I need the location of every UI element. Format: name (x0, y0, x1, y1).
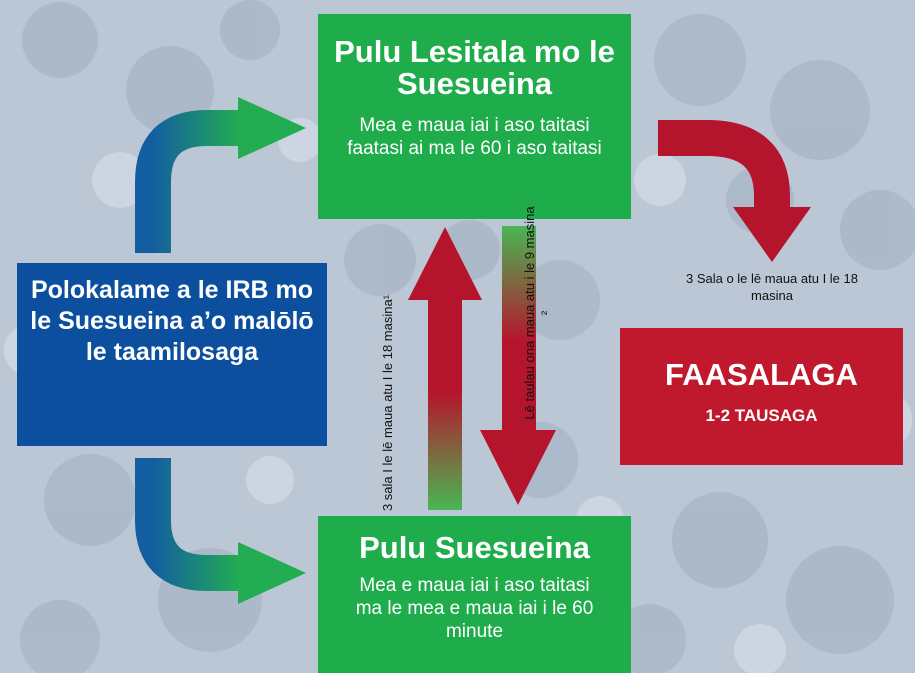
arrow-left-to-bottom (135, 458, 306, 604)
box-irb-programme: Polokalame a le IRB mo le Suesueina a’o … (17, 263, 327, 446)
registration-pool-title: Pulu Lesitala mo le Suesueina (334, 34, 615, 101)
box-sanction: FAASALAGA 1-2 TAUSAGA (620, 328, 903, 465)
caption-up-arrow: 3 sala I le lē maua atu I le 18 masina¹ (380, 294, 395, 512)
arrow-top-to-bottom (480, 226, 556, 505)
sanction-duration: 1-2 TAUSAGA (705, 406, 818, 425)
box-testing-pool: Pulu Suesueina Mea e maua iai i aso tait… (318, 516, 631, 673)
testing-pool-title: Pulu Suesueina (359, 530, 590, 565)
arrow-left-to-top (135, 97, 306, 253)
registration-pool-description: Mea e maua iai i aso taitasi faatasi ai … (347, 115, 602, 159)
caption-whereabouts-failures: 3 Sala o le lē maua atu I le 18 masina (685, 271, 858, 303)
testing-pool-description: Mea e maua iai i aso taitasi ma le mea e… (355, 575, 594, 642)
box-registration-pool: Pulu Lesitala mo le Suesueina Mea e maua… (318, 14, 631, 219)
sanction-title: FAASALAGA (665, 357, 858, 392)
arrow-bottom-to-top (408, 227, 482, 510)
arrow-top-to-penalty (658, 120, 811, 262)
caption-down-arrow: Lē taulau ona maua atu i le 9 masina ² (522, 206, 553, 420)
irb-programme-title: Polokalame a le IRB mo le Suesueina a’o … (30, 276, 314, 366)
